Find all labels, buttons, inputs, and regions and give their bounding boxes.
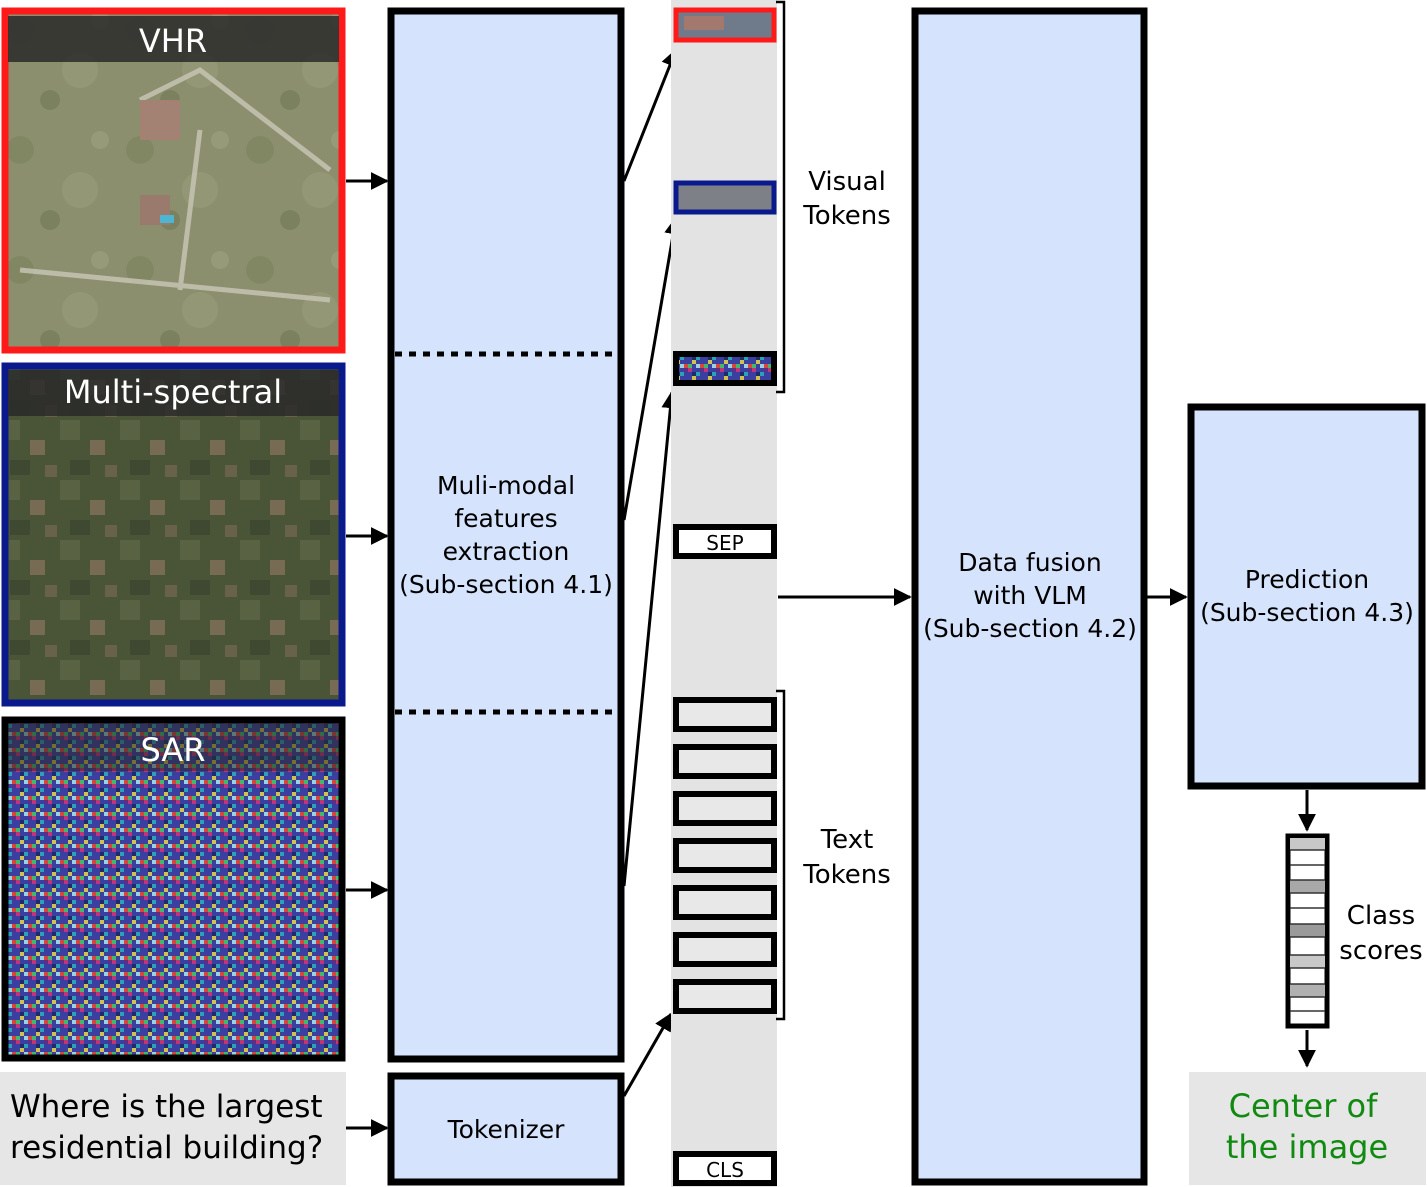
fusion-line-3: (Sub-section 4.2) bbox=[923, 614, 1137, 643]
answer-box: Center of the image bbox=[1189, 1072, 1426, 1185]
extractor-line-1: Muli-modal bbox=[437, 471, 575, 500]
text-token bbox=[673, 885, 777, 920]
answer-line-2: the image bbox=[1226, 1128, 1388, 1166]
bracket-icon bbox=[776, 689, 786, 1021]
extractor-line-2: features bbox=[454, 504, 557, 533]
sar-token bbox=[673, 351, 777, 386]
class-scores-line-2: scores bbox=[1339, 936, 1422, 966]
extractor-line-3: extraction bbox=[443, 537, 570, 566]
tokenizer-label: Tokenizer bbox=[447, 1115, 566, 1144]
text-tokens-line-2: Tokens bbox=[802, 860, 891, 890]
ms-token bbox=[673, 180, 777, 215]
text-token bbox=[673, 791, 777, 826]
feature-extraction-box: Muli-modal features extraction (Sub-sect… bbox=[387, 7, 625, 1063]
arrow-icon bbox=[622, 48, 679, 182]
text-token bbox=[673, 697, 777, 732]
sar-label: SAR bbox=[140, 731, 205, 769]
tokenizer-box: Tokenizer bbox=[387, 1072, 625, 1186]
vhr-image: VHR bbox=[1, 7, 346, 354]
cls-label: CLS bbox=[706, 1158, 744, 1182]
cls-token: CLS bbox=[673, 1151, 777, 1186]
visual-tokens-line-1: Visual bbox=[808, 167, 886, 197]
arrow-icon bbox=[622, 216, 683, 521]
fusion-line-1: Data fusion bbox=[958, 548, 1101, 577]
token-column: SEP CLS bbox=[671, 0, 777, 1187]
bracket-icon bbox=[776, 0, 786, 394]
class-scores-bar bbox=[1285, 833, 1330, 1029]
sar-image: SAR bbox=[1, 716, 346, 1062]
prediction-line-1: Prediction bbox=[1245, 565, 1369, 594]
prediction-line-2: (Sub-section 4.3) bbox=[1200, 598, 1414, 627]
visual-tokens-line-2: Tokens bbox=[802, 201, 891, 231]
arrow-icon bbox=[622, 390, 680, 887]
prediction-box: Prediction (Sub-section 4.3) bbox=[1187, 403, 1426, 790]
text-token bbox=[673, 979, 777, 1014]
extractor-line-4: (Sub-section 4.1) bbox=[399, 570, 613, 599]
text-tokens bbox=[673, 697, 777, 1014]
text-token bbox=[673, 744, 777, 779]
sep-token: SEP bbox=[673, 524, 777, 559]
vhr-token bbox=[673, 7, 777, 43]
question-line-2: residential building? bbox=[10, 1130, 323, 1166]
multispectral-image: Multi-spectral bbox=[1, 362, 346, 707]
fusion-line-2: with VLM bbox=[973, 581, 1087, 610]
arrow-icon bbox=[622, 1012, 673, 1097]
answer-line-1: Center of bbox=[1229, 1087, 1378, 1125]
text-token bbox=[673, 838, 777, 873]
text-tokens-line-1: Text bbox=[820, 825, 874, 855]
data-fusion-box: Data fusion with VLM (Sub-section 4.2) bbox=[911, 7, 1148, 1186]
sep-label: SEP bbox=[706, 531, 743, 555]
question-line-1: Where is the largest bbox=[10, 1089, 323, 1125]
ms-label: Multi-spectral bbox=[64, 373, 282, 411]
text-token bbox=[673, 932, 777, 967]
class-scores-line-1: Class bbox=[1347, 901, 1415, 931]
vhr-label: VHR bbox=[139, 22, 207, 60]
question-box: Where is the largest residential buildin… bbox=[0, 1072, 346, 1185]
